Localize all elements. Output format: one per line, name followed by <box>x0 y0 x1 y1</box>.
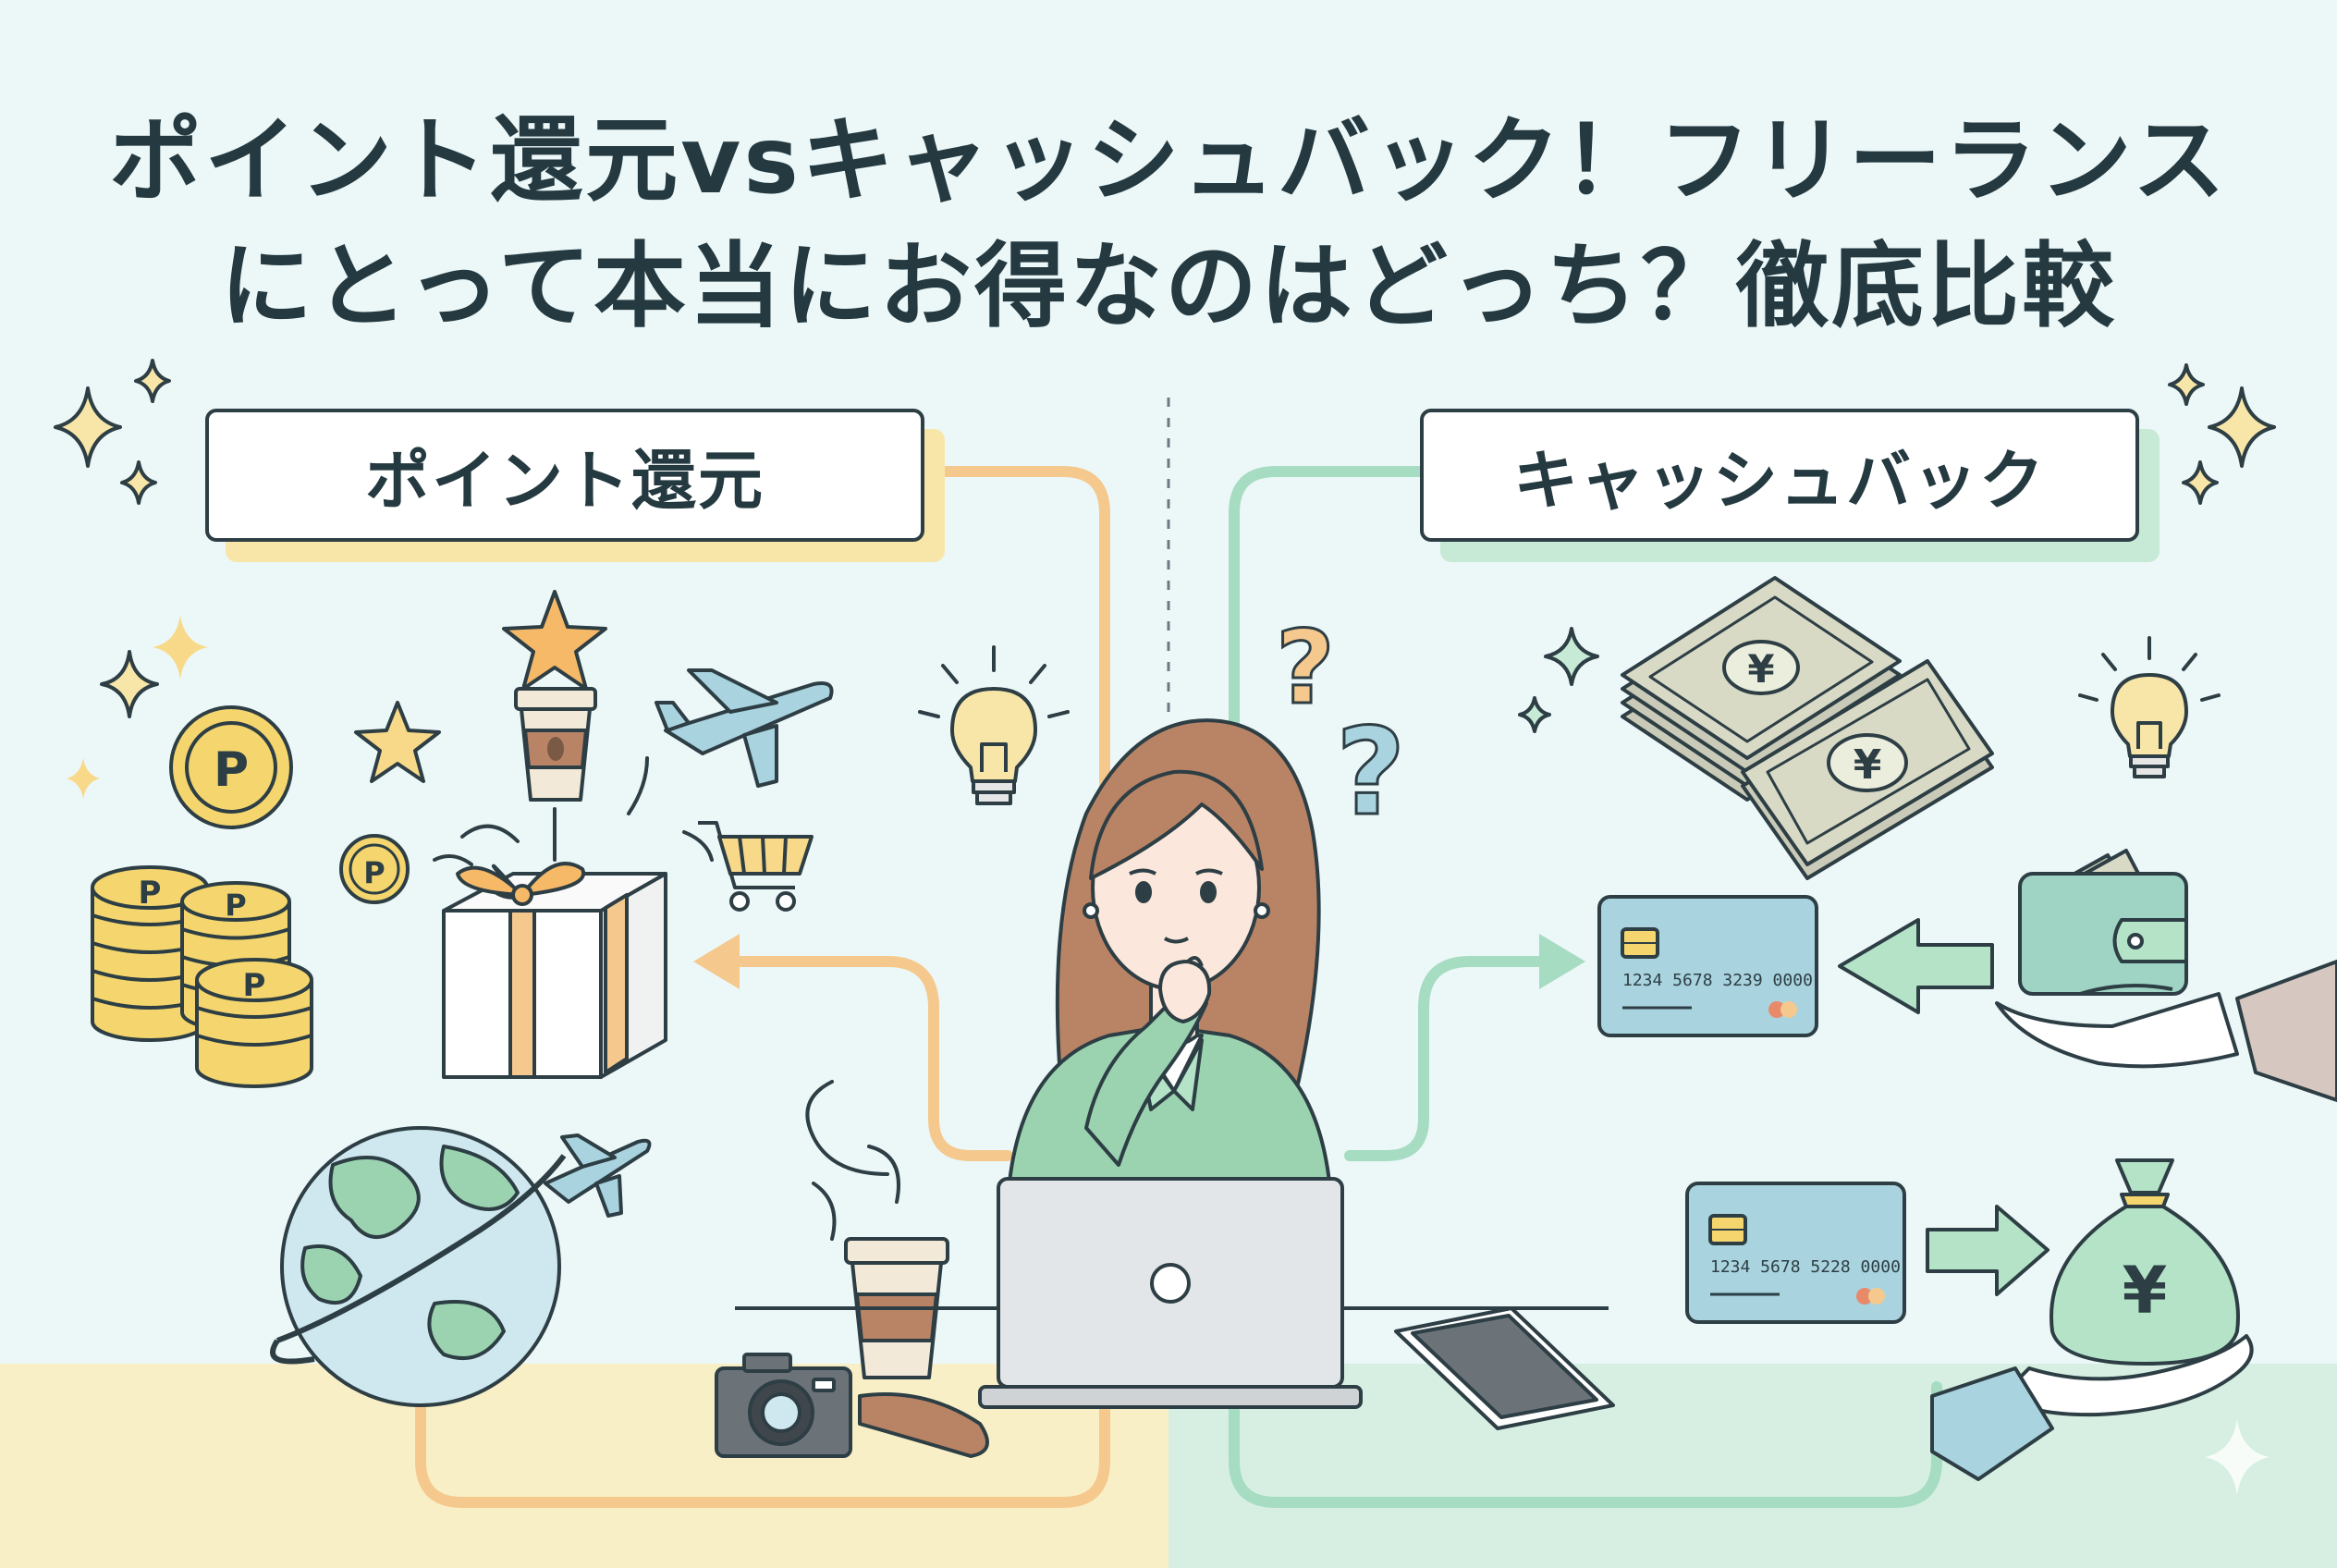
yen-symbol: ¥ <box>2123 1253 2168 1329</box>
steam <box>805 1080 900 1241</box>
star-icon <box>502 590 607 691</box>
banknote-icon <box>1621 576 1902 802</box>
tablet-icon <box>1394 1306 1615 1430</box>
banknote-icon <box>1741 659 1994 880</box>
coin-symbol: P <box>225 888 246 923</box>
sparkle-icon <box>2205 1419 2270 1495</box>
coin-symbol: P <box>214 742 249 798</box>
burst-lines <box>433 756 714 866</box>
airplane-icon <box>655 668 834 788</box>
cart-icon <box>698 821 814 912</box>
question-icon: ? <box>1276 608 1335 727</box>
coin-icon <box>169 705 293 829</box>
yen-symbol: ¥ <box>1854 741 1882 789</box>
lightbulb-icon <box>918 645 1070 805</box>
hand-icon <box>1995 960 2337 1102</box>
coin-symbol: P <box>243 967 266 1004</box>
woman <box>1006 718 1333 1315</box>
points-label: ポイント還元 <box>205 409 924 542</box>
left-floor-band <box>0 1364 1168 1568</box>
sparkle-icon <box>153 615 208 680</box>
card-number: 1234 5678 5228 0000 <box>1710 1257 1901 1277</box>
left-connectors <box>415 466 1110 1508</box>
coin-symbol: P <box>363 855 385 890</box>
arrow-icon <box>1838 918 1994 1014</box>
coin-stack <box>91 865 313 1088</box>
right-arrow-head <box>1539 934 1585 989</box>
left-arrow-head <box>693 934 740 989</box>
globe-icon <box>270 1126 567 1407</box>
coffee-icon <box>844 1237 949 1379</box>
cashback-label: キャッシュバック <box>1420 409 2139 542</box>
airplane-icon <box>544 1133 652 1218</box>
right-connectors <box>1229 466 1942 1508</box>
coin-symbol: P <box>139 875 162 912</box>
page-title-line-2: にとって本当にお得なのはどっち？徹底比較 <box>220 232 2117 340</box>
sparkle-icon <box>1518 627 1599 733</box>
camera-icon <box>715 1353 989 1458</box>
sparkle-icon <box>67 758 100 799</box>
question-icon: ? <box>1336 702 1405 842</box>
yen-symbol: ¥ <box>1747 646 1774 692</box>
star-icon <box>354 701 441 783</box>
gift-icon <box>442 862 667 1079</box>
laptop-icon <box>978 1177 1363 1409</box>
arrow-icon <box>1926 1205 2049 1296</box>
credit-card-icon <box>1597 895 1818 1037</box>
lightbulb-icon <box>2078 636 2221 778</box>
wallet-icon <box>2018 849 2188 996</box>
money-bag-icon <box>2049 1158 2240 1366</box>
card-number: 1234 5678 3239 0000 <box>1622 971 1813 990</box>
coin-icon <box>339 834 410 904</box>
coffee-icon <box>514 687 597 802</box>
page-title-line-1: ポイント還元vsキャッシュバック！フリーランス <box>109 106 2228 214</box>
hand-icon <box>1930 1334 2254 1481</box>
credit-card-icon <box>1685 1182 1906 1324</box>
sparkle-icon <box>54 359 2276 718</box>
